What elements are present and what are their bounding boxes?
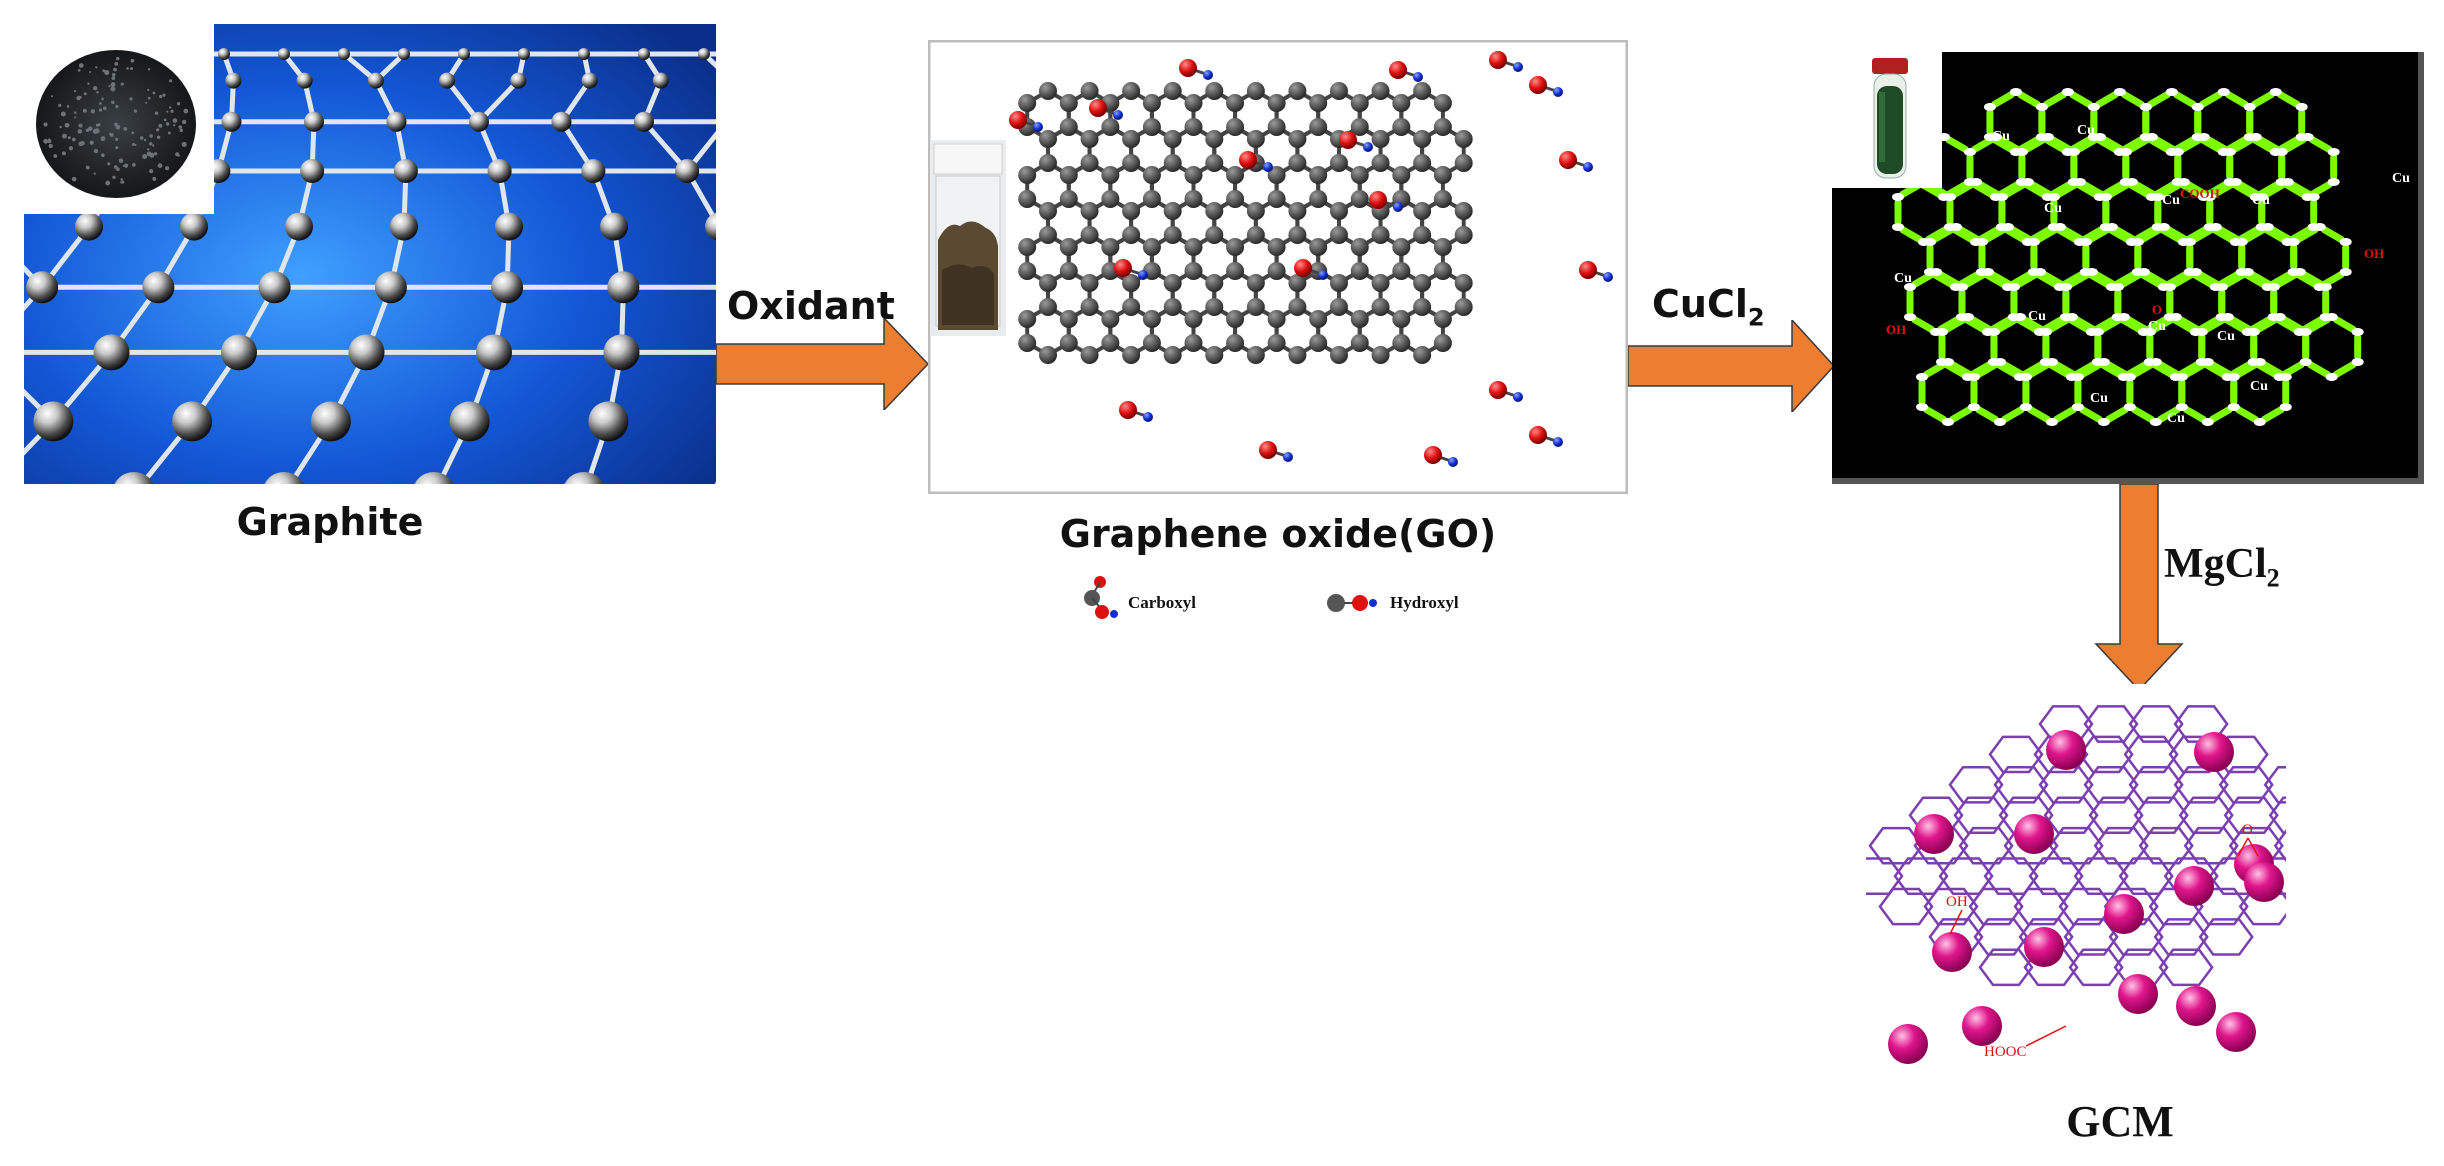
gcm-label: GCM [2066, 1097, 2174, 1146]
cooh-label: COOH [2180, 186, 2220, 201]
graphite-lattice-image [24, 24, 716, 484]
legend-carboxyl: Carboxyl [1128, 593, 1196, 612]
gcm-structure-image: OH HOOC O [1866, 684, 2286, 1068]
go-structure-image [928, 40, 1628, 494]
cucl2-label: CuCl2 [1652, 282, 1765, 332]
oh-label: OH [2364, 246, 2384, 261]
gcm-hooc-label: HOOC [1984, 1044, 2027, 1060]
gcm-o-label: O [2242, 822, 2253, 838]
cu-atom-label: Cu [2077, 123, 2095, 138]
gcm-oh-label: OH [1946, 894, 1968, 910]
go-panel [928, 40, 1628, 494]
cu-atom-label: Cu [2217, 329, 2235, 344]
mgcl2-label: MgCl2 [2164, 540, 2280, 593]
cu-atom-label: Cu [2250, 379, 2268, 394]
oh-label: OH [1886, 322, 1906, 337]
cu-atom-label: Cu [2252, 193, 2270, 208]
cu-atom-label: Cu [2148, 319, 2166, 334]
cu-atom-label: Cu [1992, 129, 2010, 144]
go-jar-photo [930, 140, 1006, 336]
mgcl2-label-main: MgCl [2164, 541, 2267, 587]
oxidant-label: Oxidant [727, 284, 895, 328]
gcm-panel: OH HOOC O [1866, 684, 2286, 1068]
mgcl2-arrow [2094, 484, 2184, 692]
cu-atom-label: Cu [2162, 193, 2180, 208]
o-label: O [2152, 302, 2162, 317]
go-label: Graphene oxide(GO) [1059, 512, 1497, 556]
cu-atom-label: Cu [2028, 309, 2046, 324]
cu-atom-label: Cu [2044, 201, 2062, 216]
oxidant-arrow [716, 318, 930, 410]
cu-atom-label: Cu [1894, 271, 1912, 286]
cu-tube-photo [1832, 52, 1942, 188]
cucl2-label-main: CuCl [1652, 282, 1748, 326]
cu-atom-label: Cu [2392, 171, 2410, 186]
cu-atom-label: Cu [2090, 391, 2108, 406]
mgcl2-label-sub: 2 [2266, 563, 2280, 593]
legend-hydroxyl: Hydroxyl [1390, 593, 1459, 612]
graphite-panel [24, 24, 716, 484]
cucl2-label-sub: 2 [1747, 303, 1765, 332]
cu-atom-label: Cu [2167, 411, 2185, 426]
go-legend: Carboxyl Hydroxyl [1078, 566, 1498, 626]
graphite-label: Graphite [236, 500, 424, 544]
cucl2-arrow [1628, 320, 1836, 412]
